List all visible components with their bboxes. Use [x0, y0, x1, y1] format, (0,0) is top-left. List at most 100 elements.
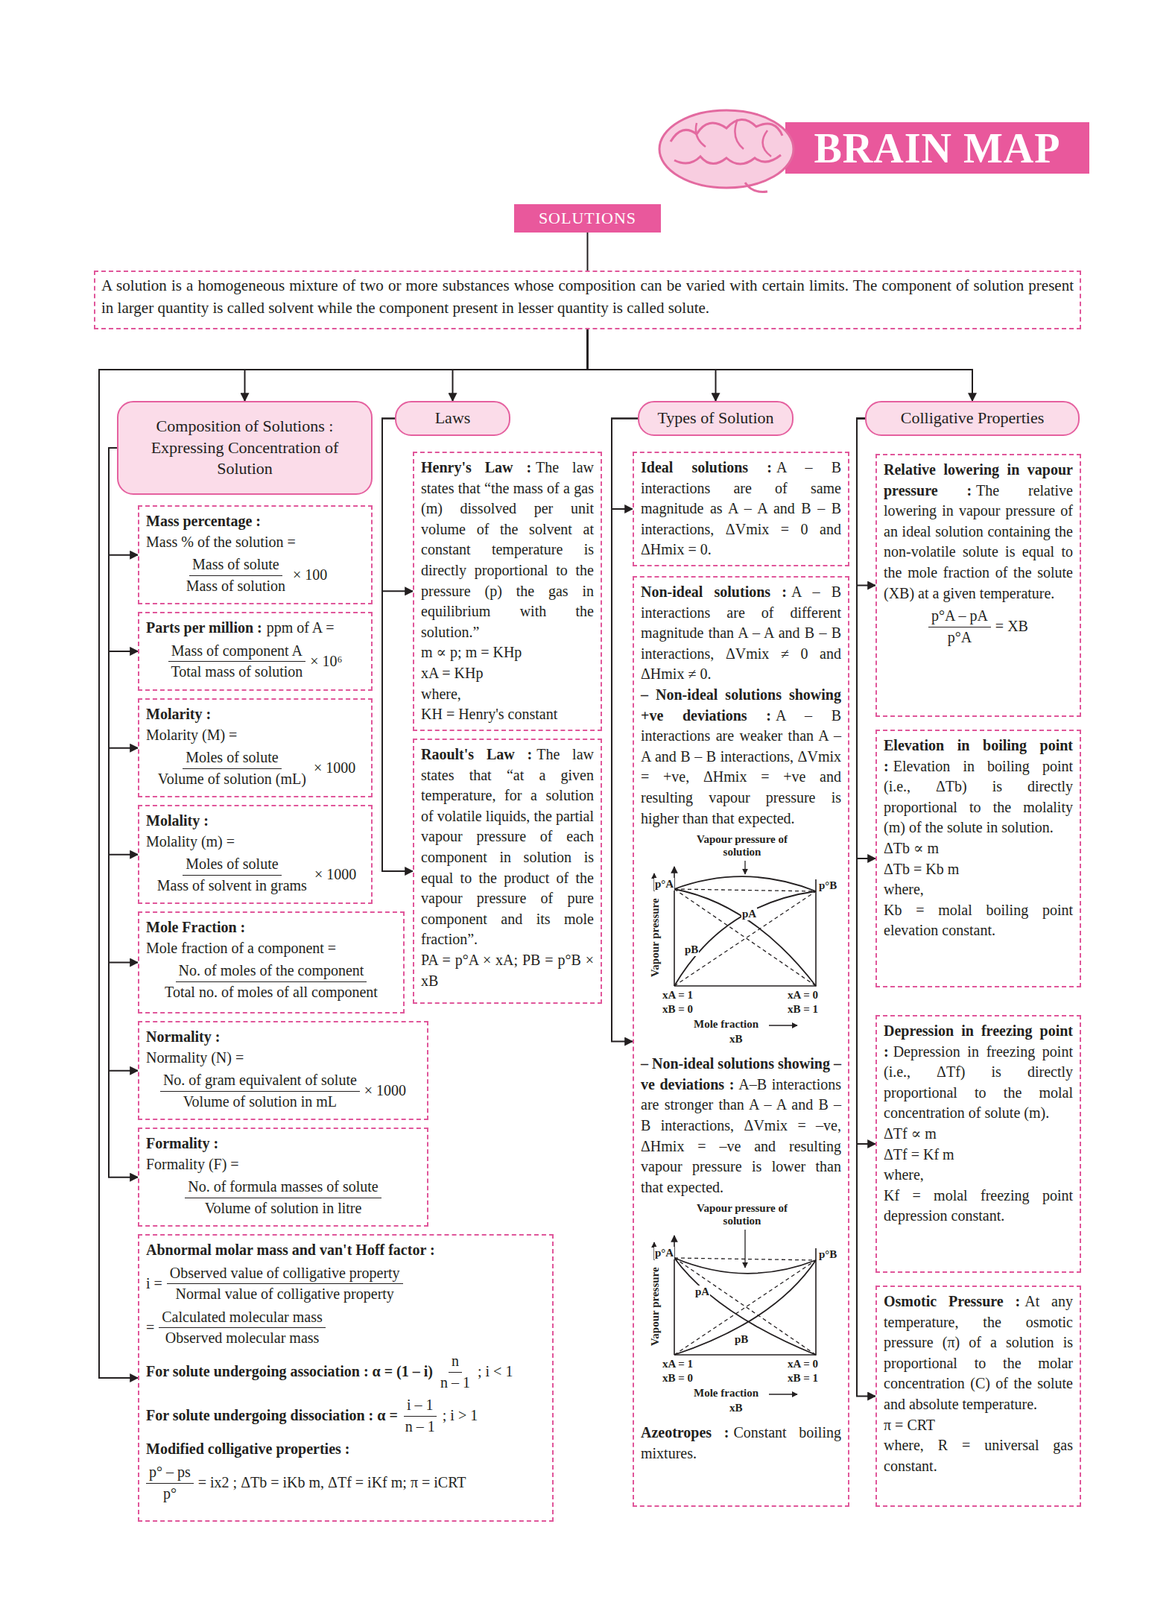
- category-pill: Laws: [394, 400, 511, 436]
- concept-box: Parts per million :ppm of A =Mass of com…: [137, 611, 373, 691]
- numerator: Observed value of colligative property: [166, 1262, 404, 1285]
- graph-label: xB: [728, 1401, 744, 1415]
- box-body: where,: [420, 683, 594, 705]
- vapour-pressure-graph: Vapour pressure of solutionVapour pressu…: [640, 1201, 842, 1418]
- concept-box: Mole Fraction :Mole fraction of a compon…: [137, 911, 405, 1014]
- category-pill: Composition of Solutions : Expressing Co…: [116, 400, 373, 495]
- connector: [453, 329, 588, 401]
- fraction: nn – 1: [437, 1350, 474, 1393]
- text-wrap: Laws: [435, 407, 471, 430]
- text-line: Osmotic Pressure :At any temperature, th…: [883, 1291, 1073, 1415]
- formula-row: For solute undergoing association : α = …: [146, 1350, 546, 1393]
- text-line: Parts per million :ppm of A =: [146, 617, 365, 639]
- connector: [856, 418, 876, 586]
- box-body: Molality (m) =: [146, 831, 365, 853]
- formula-row: p°A – pAp°A= XB: [883, 605, 1073, 648]
- fraction: Mass of component ATotal mass of solutio…: [167, 640, 306, 683]
- box-body: Types of Solution: [657, 407, 774, 430]
- concept-box: Abnormal molar mass and van't Hoff facto…: [137, 1233, 554, 1522]
- concept-box: Raoult's Law :The law states that “at a …: [412, 738, 603, 1004]
- formula-row: Moles of soluteMass of solvent in grams×…: [146, 853, 365, 896]
- formula-text: =: [146, 1317, 155, 1339]
- box-body: Mole fraction of a component =: [146, 938, 397, 959]
- box-body: Mass % of the solution =: [146, 531, 365, 553]
- text-wrap: Colligative Properties: [900, 407, 1044, 430]
- concept-box: Depression in freezing point :Depression…: [875, 1014, 1082, 1273]
- box-body: KH = Henry's constant: [420, 704, 594, 725]
- formula-text: × 100: [292, 564, 328, 586]
- text-line: Non-ideal solutions :A – B interactions …: [640, 581, 842, 685]
- numerator: Calculated molecular mass: [158, 1306, 325, 1329]
- box-body: At any temperature, the osmotic pressure…: [883, 1292, 1073, 1412]
- box-body: Molarity (M) =: [146, 724, 365, 746]
- concept-box: Molality :Molality (m) =Moles of soluteM…: [137, 804, 373, 904]
- formula-row: p° – psp°= ix2 ; ΔTb = iKb m, ΔTf = iKf …: [146, 1461, 546, 1504]
- box-body: ppm of A =: [266, 619, 335, 636]
- connector: [587, 232, 589, 271]
- graph-label: xA = 1: [661, 1357, 694, 1371]
- box-body: The law states that “at a given temperat…: [420, 745, 594, 948]
- box-body: Formality (F) =: [146, 1154, 421, 1175]
- formula-text: = XB: [995, 616, 1029, 638]
- numerator: No. of gram equivalent of solute: [160, 1069, 360, 1092]
- box-body: where, R = universal gas constant.: [883, 1435, 1073, 1477]
- formula-row: For solute undergoing dissociation : α =…: [146, 1394, 546, 1437]
- connector: [587, 329, 717, 401]
- text-line: Ideal solutions :A – B interactions are …: [640, 457, 842, 561]
- concept-box: Relative lowering in vapour pressure :Th…: [875, 453, 1082, 717]
- box-body: Kb = molal boiling point elevation const…: [883, 900, 1073, 942]
- graph-label: xB = 0: [661, 1002, 694, 1016]
- box-body: where,: [883, 1164, 1073, 1186]
- graph-lines: [640, 1201, 842, 1418]
- text-wrap: Composition of Solutions : Expressing Co…: [125, 415, 364, 480]
- text-wrap: SOLUTIONS: [538, 208, 637, 228]
- fraction: Moles of soluteVolume of solution (mL): [154, 747, 310, 790]
- graph-label: xB = 0: [661, 1371, 694, 1385]
- fraction: p° – psp°: [146, 1461, 194, 1504]
- root-box: SOLUTIONS: [514, 204, 661, 233]
- box-heading: Molality :: [146, 810, 365, 832]
- formula-row: No. of moles of the componentTotal no. o…: [146, 960, 397, 1003]
- graph-label: xB = 1: [786, 1002, 819, 1016]
- numerator: No. of formula masses of solute: [184, 1176, 382, 1199]
- text-line: Elevation in boiling point :Elevation in…: [883, 735, 1073, 839]
- axis-label: Vapour pressure: [648, 891, 662, 983]
- denominator: Volume of solution in mL: [180, 1091, 340, 1113]
- formula-row: Mass of soluteMass of solution× 100: [146, 554, 365, 597]
- formula-text: × 1000: [314, 864, 357, 886]
- formula-text: × 1000: [313, 757, 356, 779]
- box-heading: Osmotic Pressure :: [883, 1292, 1021, 1310]
- connector: [108, 447, 138, 1071]
- connector: [382, 418, 413, 592]
- concept-box: Normality :Normality (N) =No. of gram eq…: [137, 1020, 429, 1120]
- text-line: Azeotropes :Constant boiling mixtures.: [640, 1422, 842, 1464]
- box-body: PA = p°A × xA; PB = p°B × xB: [420, 949, 594, 991]
- formula-text: = ix2 ; ΔTb = iKb m, ΔTf = iKf m; π = iC…: [198, 1472, 467, 1494]
- box-heading: Non-ideal solutions :: [640, 583, 787, 600]
- box-heading: Raoult's Law :: [420, 745, 532, 763]
- graph-label: pB: [733, 1332, 749, 1346]
- formula-row: i =Observed value of colligative propert…: [146, 1262, 546, 1305]
- connector: [108, 447, 138, 855]
- box-body: SOLUTIONS: [538, 208, 637, 228]
- formula-row: No. of formula masses of soluteVolume of…: [146, 1176, 421, 1219]
- box-heading: Mass percentage :: [146, 511, 365, 532]
- category-pill: Colligative Properties: [865, 400, 1080, 436]
- axis-label: Vapour pressure: [648, 1261, 662, 1353]
- box-heading: Abnormal molar mass and van't Hoff facto…: [146, 1239, 546, 1261]
- box-body: Composition of Solutions : Expressing Co…: [125, 415, 364, 480]
- numerator: Moles of solute: [182, 853, 281, 876]
- fraction: Mass of soluteMass of solution: [183, 554, 289, 597]
- box-body: m ∝ p; m = KHp: [420, 642, 594, 664]
- box-body: ΔTb ∝ m: [883, 838, 1073, 860]
- box-body: Laws: [435, 407, 471, 430]
- text-line: Relative lowering in vapour pressure :Th…: [883, 459, 1073, 604]
- graph-label: p°B: [818, 1248, 838, 1261]
- denominator: p°A: [944, 627, 975, 649]
- box-body: ΔTf = Kf m: [883, 1144, 1073, 1166]
- formula-row: Moles of soluteVolume of solution (mL)× …: [146, 747, 365, 790]
- connector: [856, 418, 876, 1145]
- category-pill: Types of Solution: [637, 400, 794, 436]
- text-line: – Non-ideal solutions showing –ve deviat…: [640, 1053, 842, 1198]
- box-body: Depression in freezing point (i.e., ΔTf)…: [883, 1043, 1073, 1122]
